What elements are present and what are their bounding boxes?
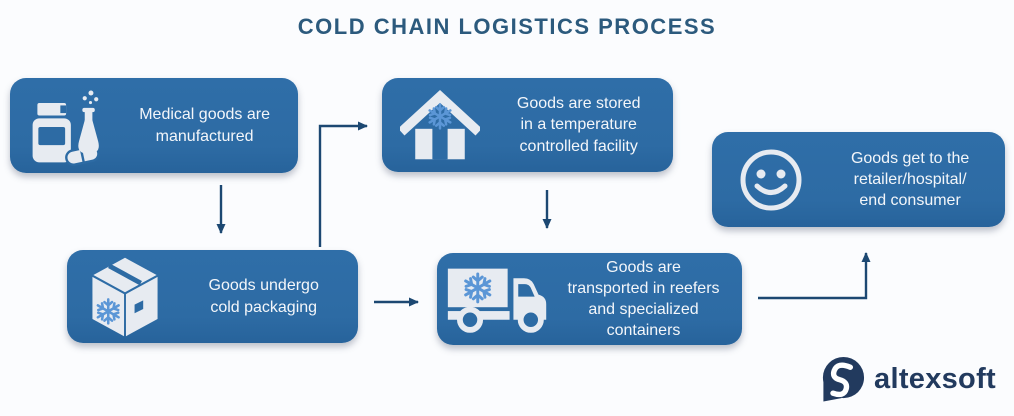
step-delivery: Goods get to the retailer/hospital/ end … [712,132,1005,227]
cold-package-icon [67,252,183,342]
step-label: Goods undergo cold packaging [208,277,319,316]
step-transport: Goods are transported in reefers and spe… [437,253,742,345]
step-label: Goods are stored in a temperature contro… [516,95,641,155]
arrow-packaging-to-storage [318,121,368,247]
altexsoft-logo-icon [822,356,865,402]
page-title: COLD CHAIN LOGISTICS PROCESS [297,14,717,39]
step-label: Goods get to the retailer/hospital/ end … [850,149,970,210]
step-packaging: Goods undergo cold packaging [67,250,358,343]
pills-and-flask-icon [10,82,125,170]
step-storage: Goods are stored in a temperature contro… [382,78,673,172]
logo-text: altexsoft [874,362,996,395]
step-label: Goods are transported in reefers and spe… [567,258,720,340]
step-label: Medical goods are manufactured [139,106,270,145]
cold-storage-house-icon [382,85,498,165]
reefer-truck-icon [437,257,559,342]
arrow-transport-to-delivery [758,252,871,300]
smiley-face-icon [712,146,829,214]
step-manufacturing: Medical goods are manufactured [10,78,298,173]
altexsoft-logo: altexsoft [819,354,996,404]
